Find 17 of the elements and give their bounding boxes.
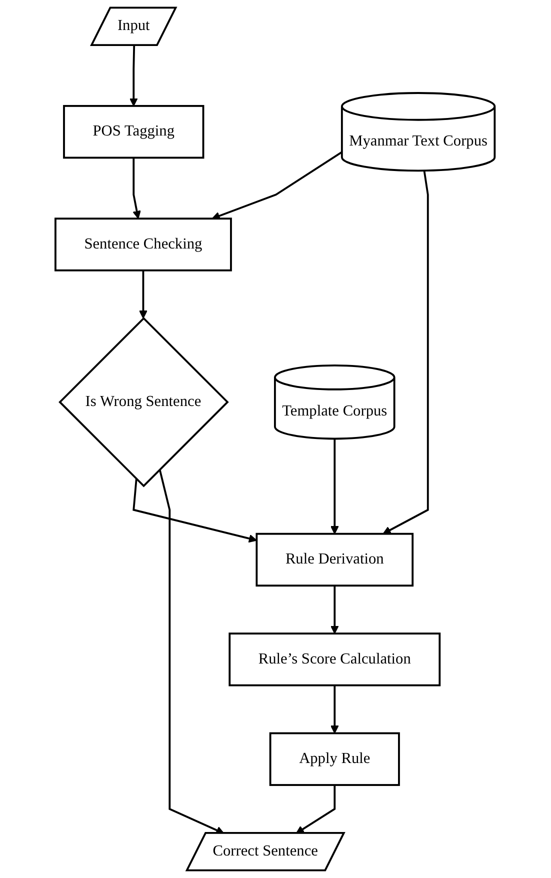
arrow <box>330 685 340 734</box>
node-box: POS Tagging <box>63 105 205 159</box>
node-box: Sentence Checking <box>54 218 232 272</box>
node-box: Rule Derivation <box>256 532 414 587</box>
arrow <box>130 46 138 106</box>
arrow <box>296 785 336 834</box>
node-box: Rule’s Score Calculation <box>229 632 442 686</box>
arrow <box>159 469 225 834</box>
node-diamond: Is Wrong Sentence <box>58 316 230 488</box>
arrow <box>383 170 430 534</box>
arrow <box>330 586 340 634</box>
arrow <box>330 438 340 534</box>
node-box: Apply Rule <box>270 732 400 786</box>
arrow <box>133 478 258 543</box>
arrow <box>212 151 343 220</box>
arrow <box>139 270 148 319</box>
arrow <box>133 158 142 219</box>
